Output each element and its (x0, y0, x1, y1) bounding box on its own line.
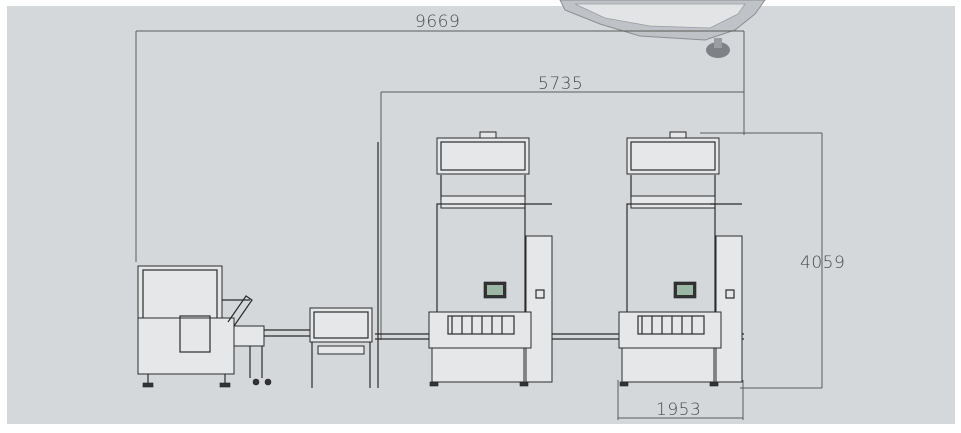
sealer-station (309, 142, 379, 388)
product-render-corner (559, 0, 766, 58)
filling-machine-2 (618, 131, 743, 387)
dimension-machine-width: 1953 (617, 380, 744, 420)
dimension-overall-length: 9669 (135, 12, 745, 262)
dimension-line-length: 5735 (380, 74, 745, 340)
filling-machine-1 (428, 131, 553, 387)
dimension-label-machine-width: 1953 (656, 400, 701, 420)
dimension-label-overall-length: 9669 (415, 12, 460, 32)
dimension-height: 4059 (700, 132, 845, 389)
dimension-label-line-length: 5735 (538, 74, 583, 94)
case-erector-machine (137, 265, 272, 388)
dimension-label-height: 4059 (800, 253, 845, 273)
